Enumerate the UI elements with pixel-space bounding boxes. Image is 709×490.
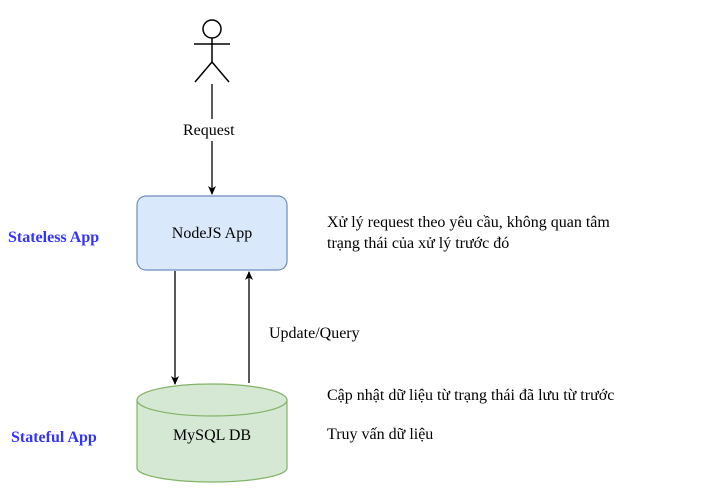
stateless-note-line1: Xử lý request theo yêu cầu, không quan t… (327, 214, 610, 231)
stateless-app-label: Stateless App (8, 229, 100, 246)
mysql-db-cylinder (136, 383, 288, 483)
update-query-label: Update/Query (269, 325, 360, 342)
stateless-note-line2: trạng thái của xử lý trước đó (327, 235, 510, 252)
stateful-app-label: Stateful App (11, 429, 97, 446)
request-label: Request (183, 122, 235, 139)
nodejs-app-box (136, 195, 288, 271)
nodejs-app-label: NodeJS App (171, 225, 253, 242)
request-label-bg (178, 119, 246, 141)
user-actor-icon (194, 19, 230, 83)
stateful-note-line1: Cập nhật dữ liệu từ trạng thái đã lưu từ… (327, 387, 615, 404)
stateful-note-line2: Truy vấn dữ liệu (327, 426, 434, 443)
mysql-db-label: MySQL DB (172, 427, 252, 444)
